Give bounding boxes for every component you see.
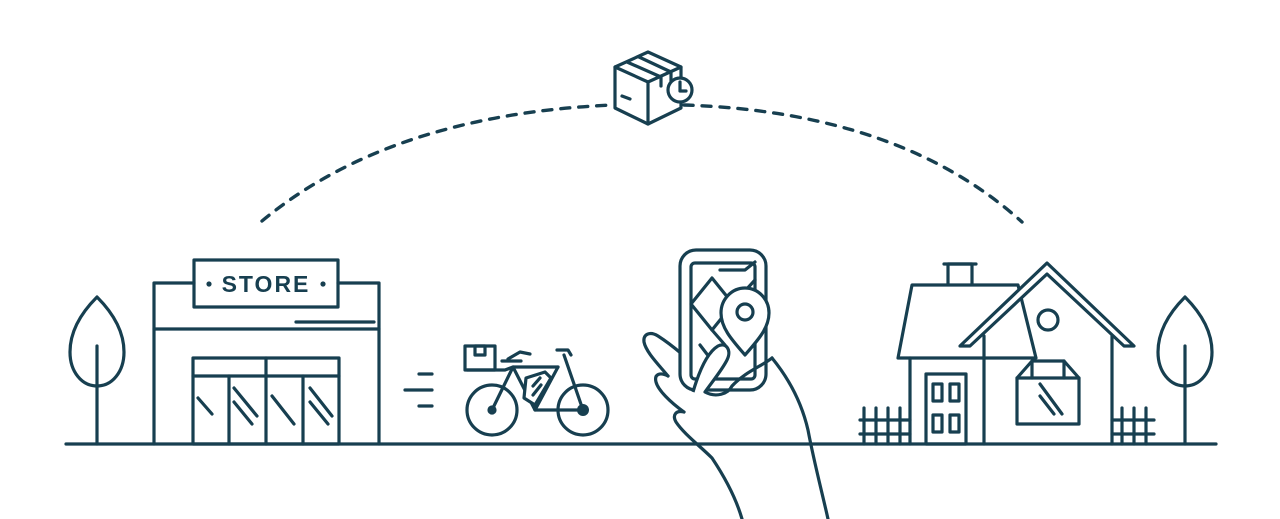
delivery-box-clock-icon xyxy=(613,50,694,126)
house-icon xyxy=(896,261,1136,446)
delivery-route-arc xyxy=(260,103,1024,224)
delivery-bicycle-icon xyxy=(463,344,610,437)
tree-icon xyxy=(1156,295,1214,446)
fence-icon xyxy=(858,406,912,446)
store-icon: STORE xyxy=(152,258,381,446)
store-sign-label: STORE xyxy=(222,271,311,297)
fence-icon xyxy=(1110,406,1156,446)
hand-holding-phone-icon xyxy=(642,248,830,519)
speed-lines xyxy=(403,372,434,408)
tree-icon xyxy=(68,295,126,446)
